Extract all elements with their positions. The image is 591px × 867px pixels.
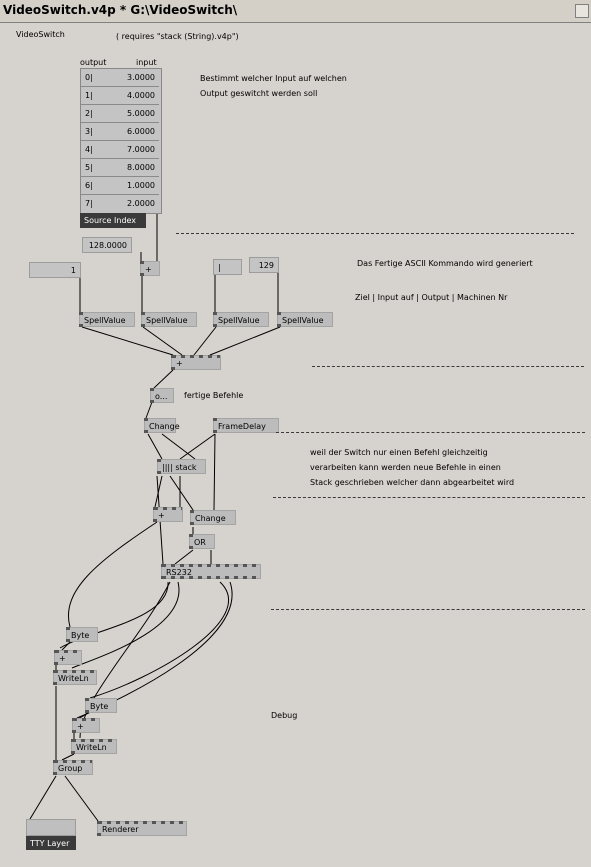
spread-row[interactable]: 6|1.0000 [81, 177, 159, 195]
switch-comment-line1: weil der Switch nur einen Befehl gleichz… [310, 448, 488, 457]
separator-line [312, 366, 584, 367]
value-box-128[interactable]: 128.0000 [82, 237, 132, 253]
value-box-blank[interactable]: | [213, 259, 242, 275]
window-title: VideoSwitch.v4p * G:\VideoSwitch\ [3, 3, 238, 17]
byte-node-1[interactable]: Byte [66, 627, 98, 642]
writeln-node-1[interactable]: WriteLn [53, 670, 97, 685]
plus-node-1[interactable]: + [140, 261, 160, 276]
framedelay-node[interactable]: FrameDelay [213, 418, 279, 433]
spread-row[interactable]: 3|6.0000 [81, 123, 159, 141]
rs232-node[interactable]: RS232 [161, 564, 261, 579]
switch-comment-line2: verarbeiten kann werden neue Befehle in … [310, 463, 501, 472]
plus-node-4[interactable]: + [72, 718, 100, 733]
spellvalue-node-1[interactable]: SpellValue [79, 312, 135, 327]
tty-layer-label: TTY Layer [26, 836, 76, 850]
patch-name-label: VideoSwitch [16, 30, 65, 39]
value-box-129[interactable]: 129 [249, 257, 279, 273]
stack-node[interactable]: |||| stack [157, 459, 206, 474]
debug-comment: Debug [271, 711, 298, 720]
plus-node-concat[interactable]: + [171, 355, 221, 370]
columns-comment: Ziel | Input auf | Output | Machinen Nr [355, 293, 508, 302]
separator-line [271, 609, 585, 610]
separator-line [176, 233, 574, 234]
plus-node-3[interactable]: + [54, 650, 82, 665]
change-node-1[interactable]: Change [144, 418, 180, 433]
separator-line [276, 432, 585, 433]
ascii-comment: Das Fertige ASCII Kommando wird generier… [357, 259, 533, 268]
value-box-1[interactable]: 1 [29, 262, 81, 278]
group-node[interactable]: Group [53, 760, 93, 775]
spread-header-output: output [80, 58, 107, 67]
spread-row[interactable]: 1|4.0000 [81, 87, 159, 105]
change-node-2[interactable]: Change [190, 510, 236, 525]
writeln-node-2[interactable]: WriteLn [71, 739, 117, 754]
plus-node-2[interactable]: + [153, 507, 183, 522]
spellvalue-node-2[interactable]: SpellValue [141, 312, 197, 327]
spread-row[interactable]: 2|5.0000 [81, 105, 159, 123]
byte-node-2[interactable]: Byte [85, 698, 117, 713]
input-comment-line2: Output geswitcht werden soll [200, 89, 318, 98]
source-index-spread[interactable]: 0|3.0000 1|4.0000 2|5.0000 3|6.0000 4|7.… [80, 68, 162, 214]
spellvalue-node-3[interactable]: SpellValue [213, 312, 269, 327]
title-bar[interactable]: VideoSwitch.v4p * G:\VideoSwitch\ [0, 0, 591, 23]
switch-comment-line3: Stack geschrieben welcher dann abgearbei… [310, 478, 515, 487]
requires-comment: ( requires "stack (String).v4p") [116, 32, 239, 41]
o-node[interactable]: o... [150, 388, 174, 403]
source-index-label: Source Index [80, 213, 146, 228]
fertig-comment: fertige Befehle [184, 391, 244, 400]
spread-row[interactable]: 4|7.0000 [81, 141, 159, 159]
window-button[interactable] [575, 4, 589, 18]
spread-row[interactable]: 5|8.0000 [81, 159, 159, 177]
or-node[interactable]: OR [189, 534, 215, 549]
spread-header-input: input [136, 58, 157, 67]
spread-row[interactable]: 0|3.0000 [81, 69, 159, 87]
renderer-node[interactable]: Renderer [97, 821, 187, 836]
spread-row[interactable]: 7|2.0000 [85, 199, 155, 208]
spellvalue-node-4[interactable]: SpellValue [277, 312, 333, 327]
separator-line [273, 497, 585, 498]
tty-layer-box[interactable] [26, 819, 76, 836]
input-comment-line1: Bestimmt welcher Input auf welchen [200, 74, 347, 83]
